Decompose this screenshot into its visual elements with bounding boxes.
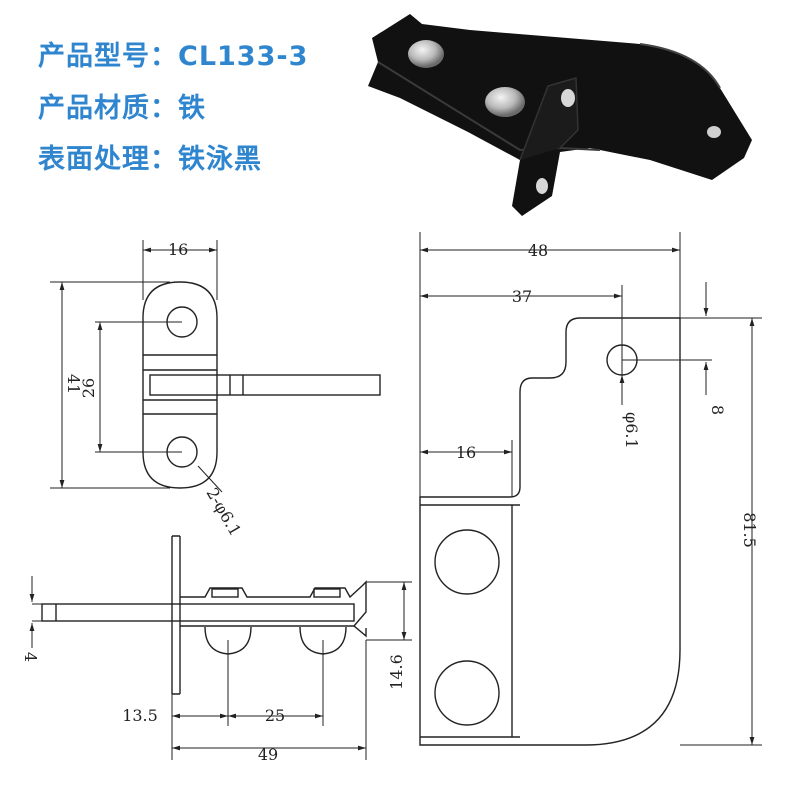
dim-hole-note: 2-φ6.1 bbox=[203, 485, 246, 540]
spec-model: 产品型号：CL133-3 bbox=[38, 41, 309, 72]
dim-hole-spacing: 26 bbox=[79, 378, 98, 398]
dim-pin-height: 14.6 bbox=[387, 654, 406, 690]
dim-total-height: 81.5 bbox=[740, 512, 759, 548]
top-dimension-lines bbox=[29, 576, 407, 751]
front-dimension-lines bbox=[59, 247, 217, 488]
dim-pin-spacing: 25 bbox=[265, 706, 285, 725]
dim-mount-width: 16 bbox=[456, 443, 476, 462]
spec-material: 产品材质：铁 bbox=[38, 93, 206, 124]
side-dimension-lines bbox=[420, 247, 755, 745]
dim-side-width: 48 bbox=[528, 241, 548, 260]
dim-front-height: 41 bbox=[64, 374, 83, 394]
bolt-head bbox=[408, 40, 444, 68]
dim-pin-offset: 13.5 bbox=[122, 706, 158, 725]
dim-front-width: 16 bbox=[168, 240, 188, 259]
front-view bbox=[50, 240, 381, 493]
bolt-head bbox=[485, 87, 525, 117]
dim-bottom-width: 49 bbox=[258, 745, 278, 764]
dim-thickness: 4 bbox=[21, 652, 40, 662]
product-photo bbox=[368, 14, 752, 216]
dim-hole-dia: φ6.1 bbox=[622, 412, 641, 449]
side-view bbox=[419, 232, 762, 746]
spec-surface: 表面处理：铁泳黑 bbox=[38, 144, 262, 175]
dim-hole-offset: 8 bbox=[708, 405, 727, 415]
dim-hole-x: 37 bbox=[512, 287, 532, 306]
top-view bbox=[32, 535, 412, 760]
